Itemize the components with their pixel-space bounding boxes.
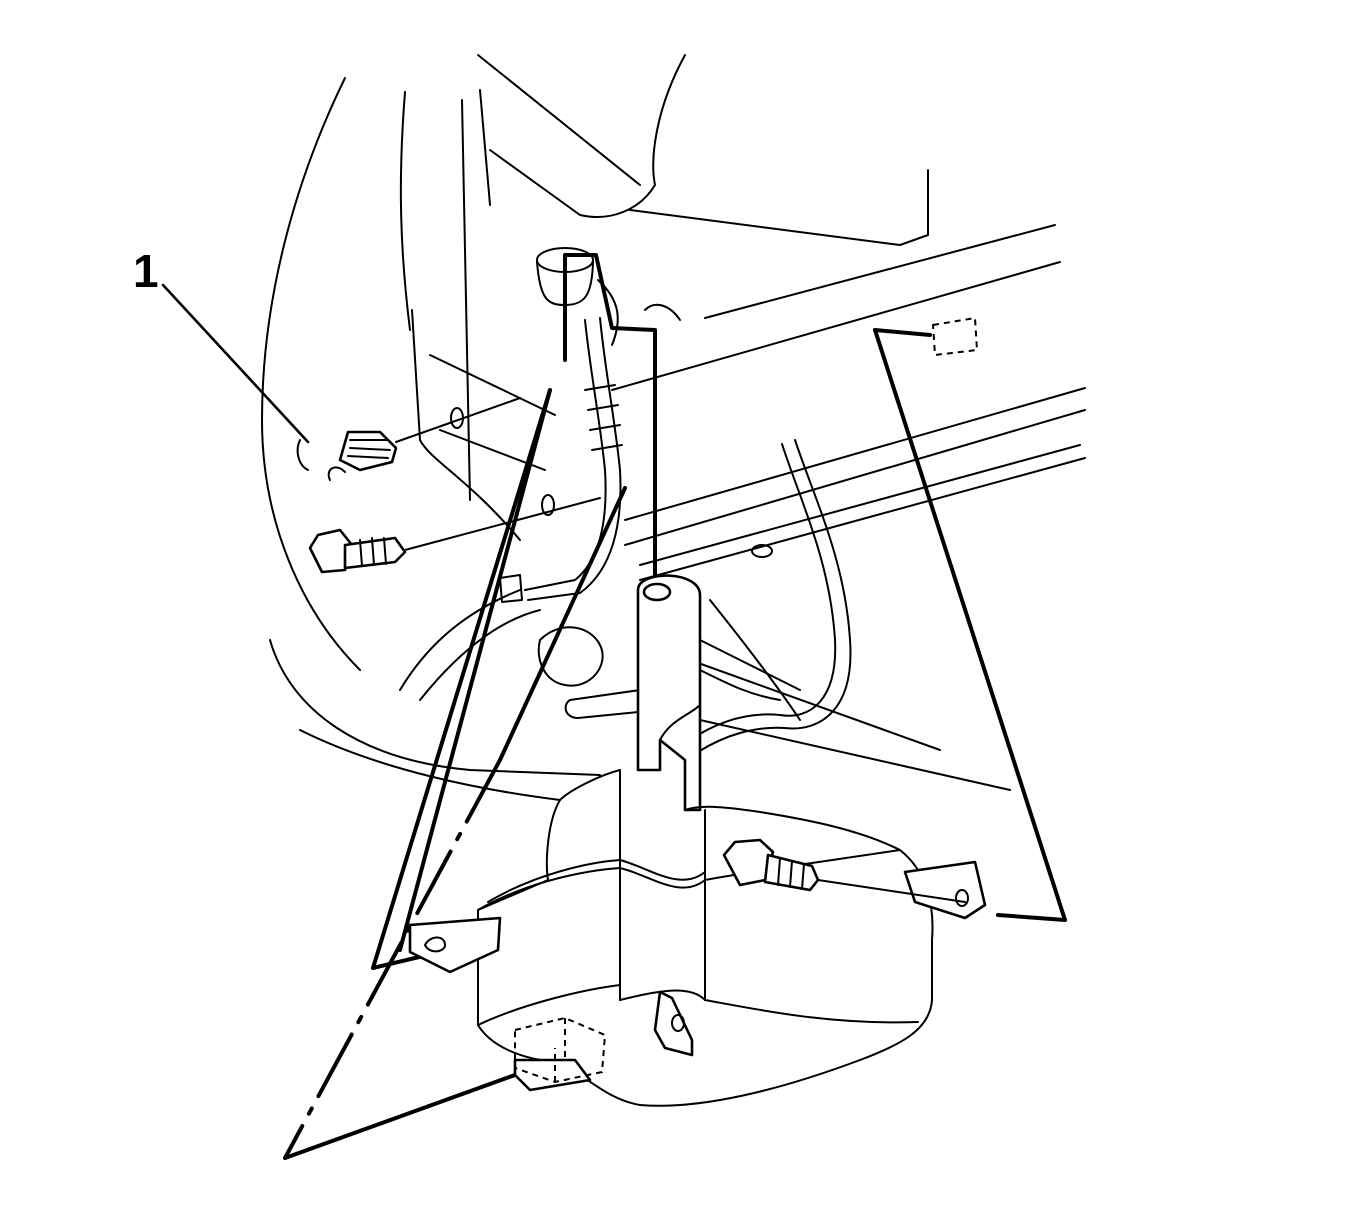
bolt-upper-left	[327, 397, 521, 481]
callout-1: 1	[133, 245, 310, 444]
bolt-middle-left	[308, 497, 601, 574]
bracket-outline	[283, 253, 1067, 1160]
bolt-right	[722, 838, 966, 903]
callout-leader-line	[161, 283, 310, 444]
fastener-holes	[296, 309, 556, 603]
fender-outline	[261, 54, 1061, 801]
callout-label: 1	[133, 245, 159, 297]
washer-reservoir	[408, 316, 987, 1107]
reservoir-fill-neck	[636, 574, 702, 812]
frame-rail	[399, 387, 1086, 791]
